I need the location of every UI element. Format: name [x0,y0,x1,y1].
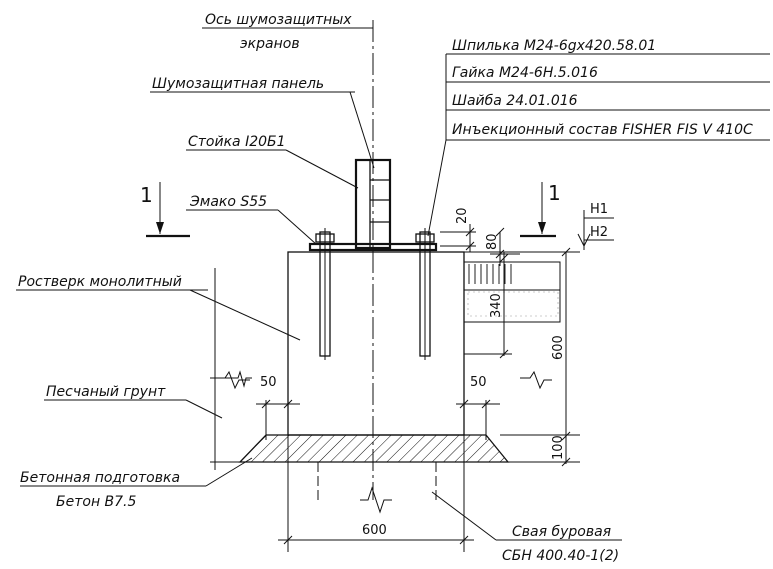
prep-label-line1: Бетонная подготовка [20,470,180,486]
post-label: Стойка I20Б1 [188,134,286,150]
dim-340: 340 [464,252,512,359]
level-h1: Н1 [590,202,608,217]
callout-grillage: Ростверк монолитный [16,274,301,341]
section-mark-right: 1 [520,181,561,238]
spec-row-3: Шайба 24.01.016 [452,93,578,109]
dim-100: 100 [508,435,580,467]
dim-100-label: 100 [551,435,566,460]
sand-label: Песчаный грунт [46,384,166,400]
dim-50-left-label: 50 [260,375,277,390]
axis-label-line1: Ось шумозащитных [205,12,352,28]
panel-label: Шумозащитная панель [152,76,324,92]
dim-600-horizontal: 600 [278,435,474,552]
adjacent-layers [463,261,561,323]
level-marks: Н1 Н2 [577,202,614,250]
section-mark-right-label: 1 [548,181,561,205]
anchor-stud-right [415,228,435,360]
callout-emaco: Эмако S55 [186,194,317,245]
section-mark-left: 1 [140,182,190,238]
spec-table: Шпилька М24-6gx420.58.01 Гайка М24-6Н.5.… [427,38,770,237]
axis-label-line2: экранов [240,36,300,52]
dim-50-left: 50 [256,375,300,440]
spec-row-4: Инъекционный состав FISHER FIS V 410C [452,122,753,138]
dim-80-label: 80 [485,233,500,250]
section-mark-left-label: 1 [140,183,153,207]
dim-600-vertical: 600 [464,247,580,441]
callout-pile: Свая буровая СБН 400.40-1(2) [431,491,622,564]
dim-20-label: 20 [455,207,470,224]
edge-break-left [222,370,252,388]
callout-axis: Ось шумозащитных экранов [202,12,373,52]
dim-20: 20 [440,207,476,252]
dim-50-right-label: 50 [470,375,487,390]
prep-label-line2: Бетон В7.5 [56,494,137,510]
grillage-body [287,251,465,436]
callout-panel: Шумозащитная панель [150,76,375,169]
callout-post: Стойка I20Б1 [186,134,359,189]
dim-50-right: 50 [456,375,500,440]
grillage-label: Ростверк монолитный [18,274,182,290]
callout-sand: Песчаный грунт [44,384,223,419]
level-h2: Н2 [590,225,608,240]
anchor-stud-left [315,228,335,360]
emaco-label: Эмако S55 [189,194,267,210]
dim-600-horizontal-label: 600 [362,523,387,538]
spec-row-1: Шпилька М24-6gx420.58.01 [452,38,656,54]
dim-340-label: 340 [489,293,504,318]
concrete-preparation [238,434,510,463]
dim-80: 80 [485,227,520,266]
spec-row-2: Гайка М24-6Н.5.016 [452,65,598,81]
pile [317,462,437,514]
pile-label-line2: СБН 400.40-1(2) [502,548,619,564]
dim-600-vertical-label: 600 [551,335,566,360]
callout-preparation: Бетонная подготовка Бетон В7.5 [20,457,253,510]
pile-label-line1: Свая буровая [512,524,611,540]
